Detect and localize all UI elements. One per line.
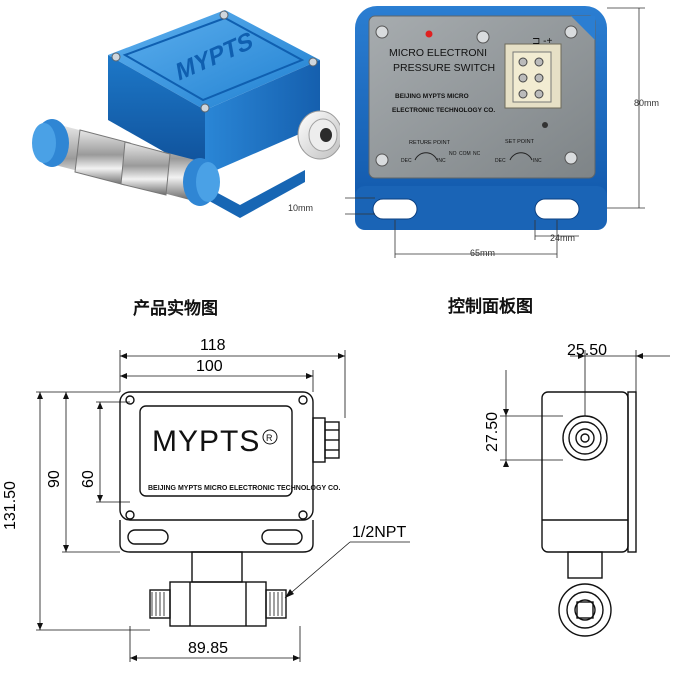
right-dial-label: SET POINT [505,139,535,145]
svg-text:INC: INC [437,158,446,164]
housing-top [108,10,320,110]
svg-text:DEC: DEC [401,158,412,164]
dim-slot-height-10: 10mm [288,203,314,213]
control-panel-photo: MICRO ELECTRONI PRESSURE SWITCH BEIJING … [325,0,674,262]
dim-27-50: 27.50 [484,411,501,452]
left-dial-label: RETURE POINT [409,140,451,146]
product-photo: MYPTS [20,0,343,255]
svg-text:INC: INC [533,158,542,164]
front-fitting [169,581,267,627]
svg-text:R: R [266,433,273,443]
dim-slot-width-24: 24mm [550,233,576,243]
caption-product-photo: 产品实物图 [133,299,218,319]
dim-25-50: 25.50 [567,342,608,359]
housing-front [108,55,205,175]
panel-title-2: PRESSURE SWITCH [393,62,495,74]
cable-gland [297,110,343,160]
mount-slot-left [372,198,418,220]
side-view-drawing [480,330,674,668]
dim-131-50: 131.50 [2,481,19,530]
svg-text:⊐ -+: ⊐ -+ [532,36,552,47]
dim-height-80: 80mm [634,98,660,108]
dim-slot-pitch-65: 65mm [470,248,496,258]
mount-slot-right [534,198,580,220]
svg-text:DEC: DEC [495,158,506,164]
terminal-block: ⊐ -+ [504,36,562,109]
status-led [425,30,433,38]
drawing-company: BEIJING MYPTS MICRO ELECTRONIC TECHNOLOG… [148,485,340,492]
pressure-fitting [32,119,220,206]
caption-control-panel: 控制面板图 [448,297,533,317]
dim-89-85: 89.85 [188,640,229,657]
svg-text:COM: COM [459,151,471,157]
panel-title-1: MICRO ELECTRONI [389,47,487,59]
drawing-brand: MYPTS [152,425,260,458]
thread-label: 1/2NPT [352,524,407,541]
svg-text:NO: NO [449,151,457,157]
dim-60: 60 [80,470,97,488]
panel-company-1: BEIJING MYPTS MICRO [395,93,469,100]
front-view-drawing: MYPTS R BEIJING MYPTS MICRO ELECTRONIC T… [0,330,460,668]
dim-90: 90 [46,470,63,488]
dim-118: 118 [200,337,226,354]
panel-company-2: ELECTRONIC TECHNOLOGY CO. [392,107,495,114]
dim-100: 100 [196,358,223,375]
svg-text:NC: NC [473,151,481,157]
